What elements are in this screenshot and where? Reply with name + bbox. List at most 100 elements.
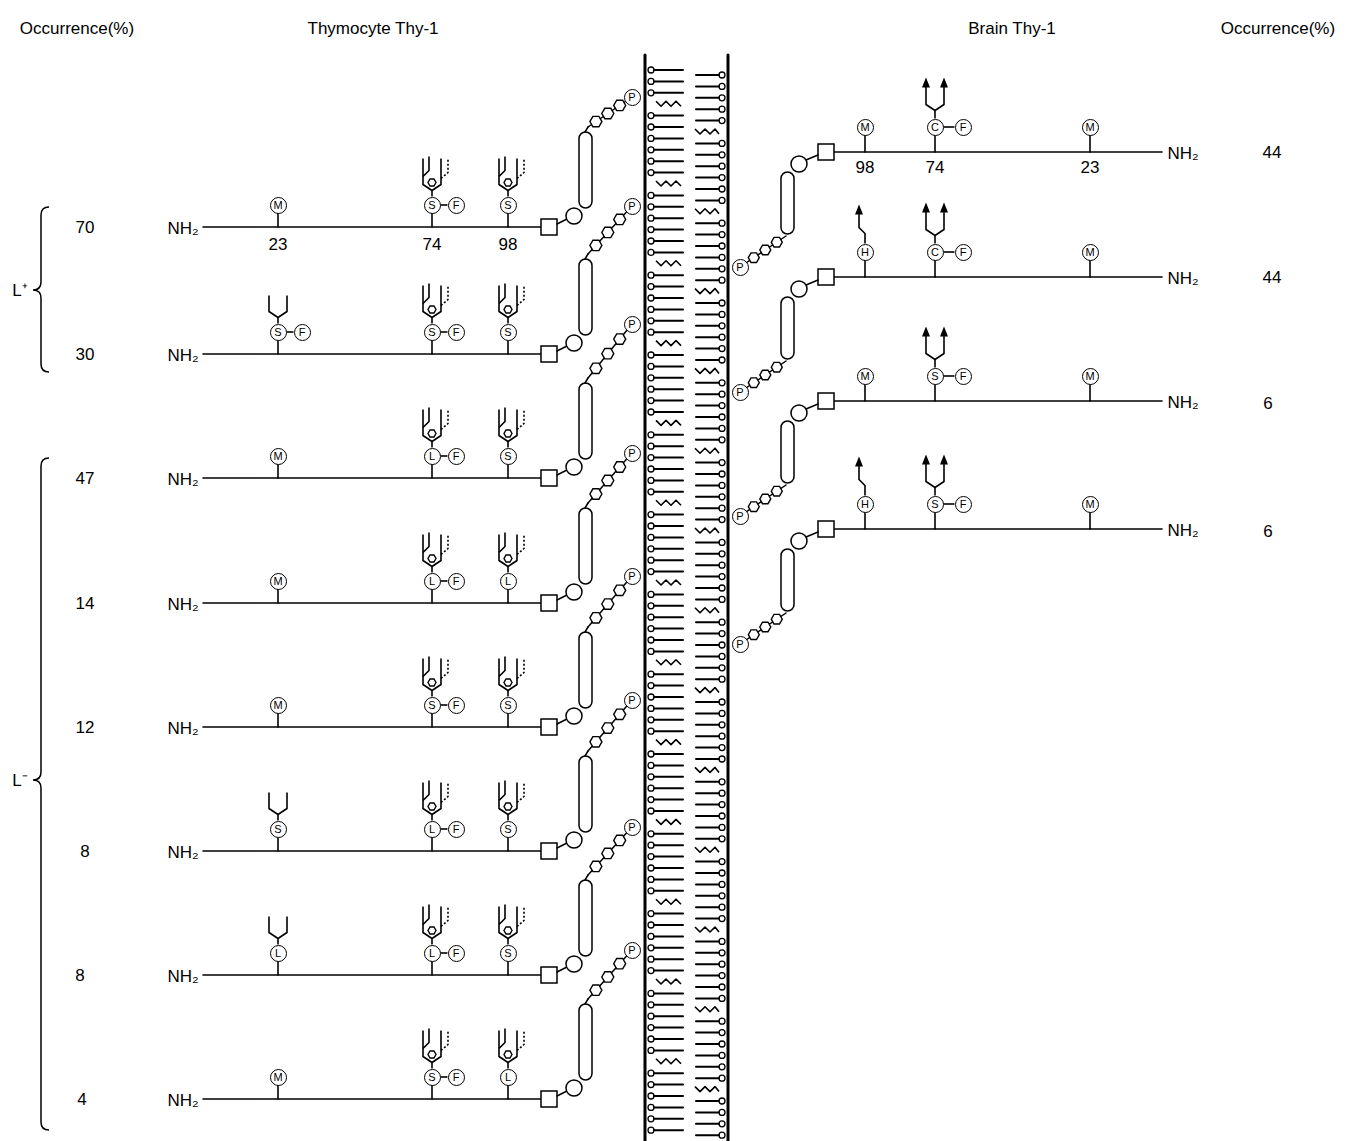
glycan-antenna <box>507 318 509 324</box>
glycan-antenna <box>277 815 279 821</box>
protein-backbone <box>834 528 1162 530</box>
protein-backbone <box>203 477 541 479</box>
residue-letter: F <box>453 451 460 462</box>
lipid-zigzag <box>656 341 681 346</box>
glycan-antenna <box>507 939 509 945</box>
lipid-tail <box>696 462 719 464</box>
glycan-antenna <box>423 781 429 801</box>
sugar-circle: P <box>732 636 749 653</box>
lipid-tail <box>696 587 719 589</box>
lipid-tail <box>654 1106 683 1108</box>
lipid-tail <box>696 895 719 897</box>
sugar-hexagon <box>602 227 614 237</box>
protein-backbone <box>203 1098 541 1100</box>
glycan-stalk <box>277 465 279 479</box>
lipid-tail <box>696 427 719 429</box>
sugar-hexagon <box>590 240 602 250</box>
arrow-head <box>855 457 863 467</box>
diagram-label: 8 <box>80 843 89 860</box>
diagram-label: NH₂ <box>1167 394 1198 411</box>
sugar-hexagon <box>748 378 759 388</box>
residue-letter: S <box>504 824 511 835</box>
glycan-antenna <box>423 533 429 553</box>
sugar-circle: M <box>1082 119 1099 136</box>
lipid-tail <box>654 1129 683 1131</box>
residue-letter: S <box>428 700 435 711</box>
lipid-tail <box>696 325 719 327</box>
anchor-circle <box>566 335 582 351</box>
glycan-antenna <box>926 212 944 236</box>
lipid-tail <box>696 85 719 87</box>
lipid-tail <box>654 548 683 550</box>
glycan-antenna <box>517 410 524 430</box>
lipid-tail <box>654 1095 683 1097</box>
lipid-tail <box>654 878 683 880</box>
lipid-zigzag <box>695 688 719 693</box>
fucose-linkage <box>441 455 448 457</box>
lipid-tail <box>654 297 683 299</box>
lipid-tail <box>654 685 683 687</box>
arrow-head <box>940 455 948 465</box>
glycan-antenna <box>926 87 944 111</box>
residue-letter: F <box>299 327 306 338</box>
anchor-circle <box>566 459 582 475</box>
sugar-circle: S <box>424 197 441 214</box>
lipid-zigzag <box>656 500 681 505</box>
lipid-tail <box>696 701 719 703</box>
lipid-tail <box>696 507 719 509</box>
sugar-hexagon <box>614 835 626 845</box>
glycan-antenna <box>277 318 279 324</box>
lipid-tail <box>696 245 719 247</box>
sugar-circle: S <box>424 697 441 714</box>
lipid-tail <box>654 856 683 858</box>
glycan-stalk <box>507 714 509 728</box>
lipid-tail <box>696 120 719 122</box>
sugar-hexagon <box>771 237 782 247</box>
lipid-tail <box>696 1134 719 1136</box>
fucose-linkage <box>441 204 448 206</box>
arrow-head <box>922 327 930 337</box>
sugar-circle: P <box>732 259 749 276</box>
lipid-tail <box>654 707 683 709</box>
sugar-hexagon <box>760 245 771 255</box>
diagram-label: NH₂ <box>167 1092 198 1109</box>
fucose-linkage <box>441 952 448 954</box>
glycan-antenna <box>431 1063 433 1069</box>
diagram-label: 12 <box>76 719 95 736</box>
lipid-tail <box>654 616 683 618</box>
lipid-tail <box>696 667 719 669</box>
residue-letter: P <box>628 695 635 706</box>
lipid-tail <box>696 313 719 315</box>
residue-letter: F <box>453 1072 460 1083</box>
lipid-zigzag <box>656 660 681 665</box>
sugar-hexagon <box>602 599 614 609</box>
sugar-circle: F <box>448 324 465 341</box>
sugar-hexagon <box>504 179 512 186</box>
lipid-zigzag <box>695 368 719 373</box>
residue-letter: S <box>931 499 938 510</box>
residue-letter: C <box>931 122 939 133</box>
glycan-stalk <box>431 465 433 479</box>
glycan-antenna <box>517 907 524 927</box>
glycan-antenna <box>441 1031 448 1051</box>
residue-letter: S <box>504 327 511 338</box>
lipid-tail <box>696 553 719 555</box>
sugar-circle: S <box>270 821 287 838</box>
glycan-stalk <box>507 838 509 852</box>
sugar-circle: F <box>448 448 465 465</box>
glycan-stalk <box>507 214 509 228</box>
diagram-label: NH₂ <box>1167 145 1198 162</box>
lipid-tail <box>654 491 683 493</box>
sugar-hexagon <box>504 555 512 562</box>
anchor-square <box>818 269 834 285</box>
anchor-link <box>557 470 567 475</box>
lipid-tail <box>696 633 719 635</box>
glycan-antenna <box>499 657 505 677</box>
lipid-tail <box>696 1054 719 1056</box>
glycan-stalk <box>934 136 936 153</box>
glycan-stalk <box>277 838 279 852</box>
anchor-oval <box>579 1004 592 1080</box>
glycan-antenna <box>517 783 524 803</box>
anchor-square <box>541 1091 557 1107</box>
